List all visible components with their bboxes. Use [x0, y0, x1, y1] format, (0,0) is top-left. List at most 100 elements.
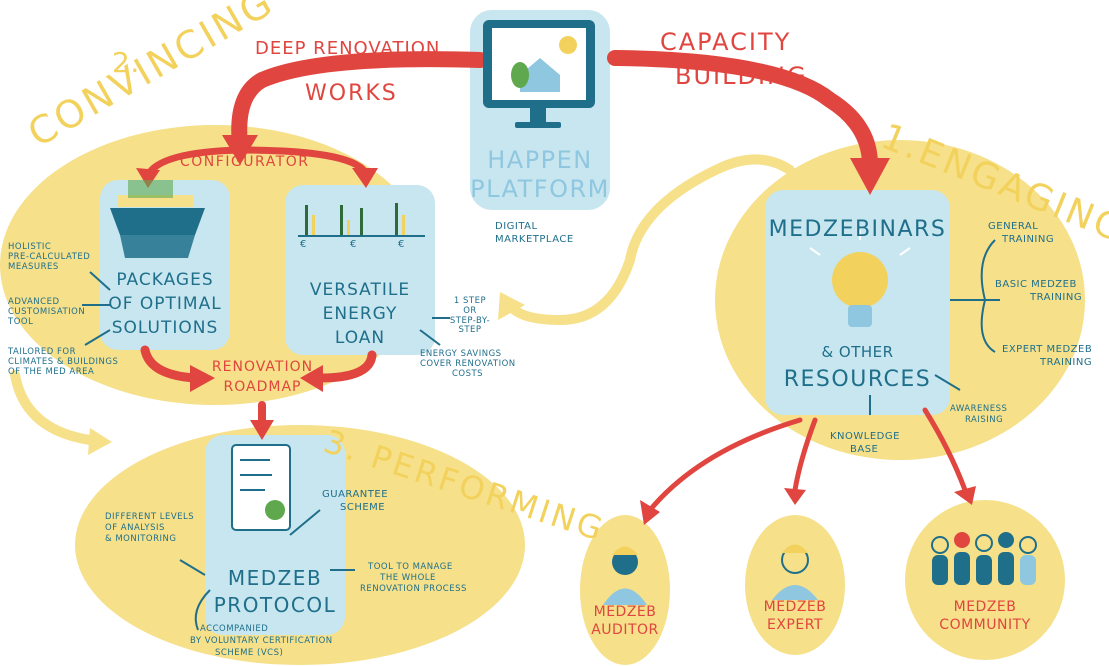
tool-line2: THE WHOLE: [380, 573, 436, 583]
awareness-line1: AWARENESS: [950, 404, 1008, 414]
package-box-icon: [110, 180, 205, 258]
digital-label: DIGITAL: [495, 221, 538, 232]
roadmap-right-head: [300, 365, 323, 392]
configurator-label: CONFIGURATOR: [180, 154, 310, 170]
other-line1: & OTHER: [821, 343, 894, 361]
arrow-to-auditor-head: [640, 500, 660, 525]
tailored-line2: CLIMATES & BUILDINGS: [8, 357, 119, 367]
convincing-teal-arrows: [82, 271, 450, 346]
configurator-right-head: [352, 168, 378, 188]
tool-line3: RENOVATION PROCESS: [360, 584, 467, 594]
packages-line1: PACKAGES: [116, 270, 214, 290]
packages-line2: OF OPTIMAL: [108, 294, 222, 314]
loan-euro-label-3: €: [398, 239, 405, 250]
loan-euro-label-1: €: [300, 239, 307, 250]
platform-title-line1: HAPPEN: [487, 146, 593, 174]
works-label: WORKS: [305, 81, 398, 106]
monitor-icon: [483, 20, 595, 128]
loan-line2: ENERGY: [322, 304, 398, 324]
role-expert-line1: MEDZEB: [763, 599, 827, 615]
expert-line2: TRAINING: [1040, 357, 1093, 368]
guarantee-line1: GUARANTEE: [322, 489, 389, 500]
basic-line1: BASIC MEDZEB: [995, 279, 1077, 290]
roadmap-left-arrow: [140, 345, 200, 383]
protocol-line2: PROTOCOL: [213, 593, 337, 617]
savings-line1: ENERGY SAVINGS: [420, 349, 502, 359]
general-line2: TRAINING: [1002, 234, 1055, 245]
convincing-number: 2.: [112, 46, 140, 79]
configurator-right: [236, 146, 369, 176]
roadmap-line2: ROADMAP: [223, 379, 302, 395]
roadmap-line1: RENOVATION: [211, 359, 314, 375]
arrow-to-expert-head: [784, 488, 806, 505]
tailored-line3: OF THE MED AREA: [8, 367, 95, 377]
expert-figure-icon: [772, 544, 818, 600]
vcs-line1: ACCOMPANIED: [200, 624, 269, 634]
levels-line2: OF ANALYSIS: [105, 523, 165, 533]
vcs-line2: BY VOLUNTARY CERTIFICATION: [190, 636, 333, 646]
arrow-to-expert: [792, 417, 818, 493]
configurator-left-head: [136, 168, 160, 188]
capacity-building-arrow: [607, 50, 878, 173]
roadmap-left-head: [190, 365, 215, 392]
guarantee-line2: SCHEME: [340, 502, 386, 513]
capacity-label: CAPACITY: [660, 28, 792, 56]
building-label: BUILDING: [675, 62, 808, 90]
performing-loop-head: [88, 428, 112, 455]
tool-line1: TOOL TO MANAGE: [368, 562, 453, 572]
convincing-to-performing-loop: [10, 370, 95, 445]
step-line3: STEP-BY-STEP: [449, 316, 491, 335]
loan-line3: LOAN: [334, 328, 386, 348]
loan-line1: VERSATILE: [309, 280, 411, 300]
holistic-line1: HOLISTIC: [8, 242, 52, 252]
marketplace-label: MARKETPLACE: [495, 234, 574, 245]
levels-line1: DIFFERENT LEVELS: [105, 512, 195, 522]
arrow-to-community: [922, 407, 968, 493]
tailored-line1: TAILORED FOR: [8, 347, 76, 357]
step-line2: OR: [463, 306, 477, 316]
advanced-line3: TOOL: [8, 317, 34, 327]
role-community-line1: MEDZEB: [953, 599, 1017, 615]
deep-renovation-label: DEEP RENOVATION: [255, 38, 441, 59]
role-auditor-line1: MEDZEB: [593, 604, 657, 620]
light-bulb-icon: [809, 230, 911, 327]
arrow-to-community-head: [954, 486, 976, 505]
packages-line3: SOLUTIONS: [111, 318, 219, 338]
certificate-scroll-icon: [231, 444, 291, 531]
role-expert-line2: EXPERT: [767, 617, 823, 633]
roadmap-down-head: [250, 420, 274, 440]
levels-line3: & MONITORING: [105, 534, 177, 544]
advanced-line1: ADVANCED: [8, 297, 60, 307]
vcs-line3: SCHEME (VCS): [215, 648, 284, 658]
other-line2: RESOURCES: [783, 367, 932, 392]
step-line1: 1 STEP: [453, 296, 487, 306]
expert-line1: EXPERT MEDZEB: [1002, 344, 1093, 355]
auditor-figure-icon: [603, 546, 647, 605]
loop-head: [498, 292, 525, 320]
savings-line2: COVER RENOVATION: [420, 359, 516, 369]
arrow-to-auditor: [647, 417, 803, 513]
holistic-line2: PRE-CALCULATED: [8, 252, 91, 262]
deep-renovation-arrow: [231, 51, 488, 153]
platform-title-line2: PLATFORM: [470, 175, 610, 203]
loan-chart-icon: [298, 203, 425, 237]
knowledge-line2: BASE: [850, 444, 879, 455]
protocol-line1: MEDZEB: [227, 566, 323, 590]
roadmap-right-arrow: [315, 350, 377, 383]
knowledge-line1: KNOWLEDGE: [830, 431, 900, 442]
advanced-line2: CUSTOMISATION: [8, 307, 86, 317]
loan-euro-label-2: €: [350, 239, 357, 250]
engaging-to-convincing-loop: [505, 154, 795, 326]
awareness-line2: RAISING: [965, 415, 1004, 425]
performing-teal-arrows: [179, 509, 355, 631]
medzebinars-label: MEDZEBINARS: [768, 217, 947, 242]
engaging-teal-arrows: [869, 239, 1000, 415]
holistic-line3: MEASURES: [8, 262, 59, 272]
savings-line3: COSTS: [451, 369, 484, 379]
role-community-line2: COMMUNITY: [939, 617, 1031, 633]
general-line1: GENERAL: [988, 221, 1039, 232]
capacity-building-arrowhead: [850, 158, 890, 195]
basic-line2: TRAINING: [1030, 292, 1083, 303]
role-auditor-line2: AUDITOR: [591, 622, 659, 638]
